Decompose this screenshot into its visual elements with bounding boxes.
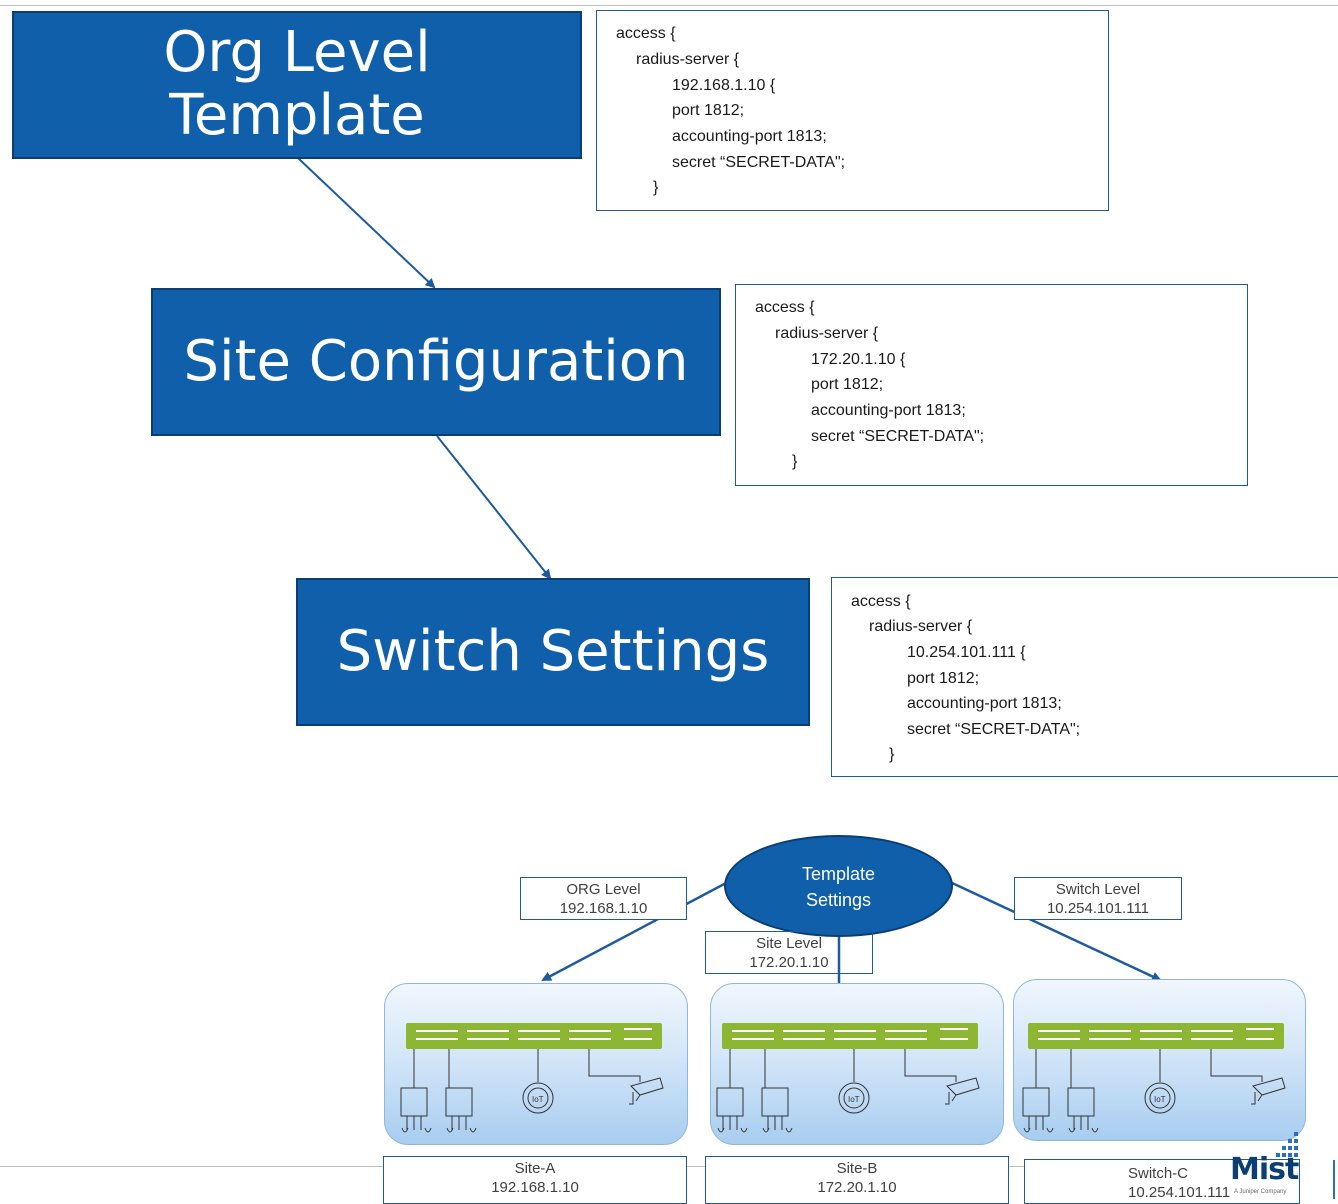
edge-label-line2: 10.254.101.111 (1046, 900, 1150, 917)
hub-line1: Template (801, 864, 876, 884)
site-ip: 172.20.1.10 (817, 1179, 897, 1196)
iot-sensor-icon (1144, 1082, 1176, 1114)
hub-to-switch-c-arrow (949, 880, 1162, 982)
org-box-line2: Template (169, 83, 425, 148)
template-settings-hub: Template Settings (724, 835, 953, 937)
code-line: radius-server { (869, 618, 973, 635)
switch-box-title: Switch Settings (336, 618, 770, 684)
site-level-label: Site Level 172.20.1.10 (705, 931, 873, 974)
switch-ports (732, 1028, 968, 1040)
code-line: 10.254.101.111 { (907, 644, 1026, 661)
code-line: access { (851, 593, 911, 610)
code-line: port 1812; (907, 670, 980, 687)
code-line: secret “SECRET-DATA"; (811, 428, 985, 445)
site-config-panel: access { radius-server { 172.20.1.10 { p… (735, 284, 1248, 486)
camera-icon (629, 1077, 664, 1105)
edge-label-line2: 192.168.1.10 (559, 900, 648, 917)
edge-label-line1: ORG Level (566, 881, 641, 898)
org-config-panel: access { radius-server { 192.168.1.10 { … (596, 10, 1109, 211)
switch-config-panel: access { radius-server { 10.254.101.111 … (831, 577, 1338, 777)
site-b-panel (710, 983, 1004, 1145)
site-b-label: Site-B 172.20.1.10 (705, 1156, 1009, 1204)
site-box-title: Site Configuration (183, 328, 689, 394)
code-line: accounting-port 1813; (672, 128, 827, 145)
site-b-equipment: IoT (716, 1023, 980, 1133)
code-line: port 1812; (672, 102, 745, 119)
site-a-label: Site-A 192.168.1.10 (383, 1156, 687, 1204)
mist-logo-text: Mist (1230, 1152, 1299, 1187)
access-point-icon (761, 1087, 789, 1117)
site-configuration-box: Site Configuration (151, 288, 721, 436)
code-line: access { (755, 299, 815, 316)
camera-icon (945, 1077, 980, 1105)
iot-label: IoT (848, 1095, 860, 1104)
code-line: radius-server { (775, 325, 879, 342)
edge-label-line1: Site Level (756, 935, 822, 952)
access-point-icon (716, 1087, 744, 1117)
site-name: Site-A (514, 1160, 556, 1177)
org-box-line1: Org Level (163, 20, 431, 86)
site-ip: 192.168.1.10 (491, 1179, 579, 1196)
mist-logo: Mist A Juniper Company (1228, 1130, 1338, 1199)
site-name: Switch-C (1128, 1165, 1189, 1182)
code-line: port 1812; (811, 376, 884, 393)
code-line: 172.20.1.10 { (811, 351, 906, 368)
edge-label-line1: Switch Level (1055, 881, 1141, 898)
code-line: 192.168.1.10 { (672, 77, 776, 94)
iot-label: IoT (1154, 1095, 1166, 1104)
access-point-icon (400, 1087, 428, 1117)
camera-icon (1251, 1077, 1286, 1105)
access-point-icon (1022, 1087, 1050, 1117)
switch-c-equipment: IoT (1022, 1023, 1286, 1133)
edge-label-line2: 172.20.1.10 (749, 954, 829, 971)
mist-logo-dots (1276, 1132, 1335, 1199)
switch-icon (1028, 1023, 1284, 1049)
site-to-switch-arrow (436, 435, 552, 580)
access-point-icon (445, 1087, 473, 1117)
hub-line2: Settings (805, 890, 872, 910)
code-line: } (889, 746, 895, 763)
org-level-label: ORG Level 192.168.1.10 (520, 877, 687, 920)
iot-sensor-icon (522, 1082, 554, 1114)
code-line: accounting-port 1813; (907, 695, 1062, 712)
site-a-equipment: IoT (400, 1023, 664, 1133)
code-line: secret “SECRET-DATA"; (907, 721, 1081, 738)
top-divider (0, 5, 1338, 6)
code-line: accounting-port 1813; (811, 402, 966, 419)
site-name: Site-B (836, 1160, 878, 1177)
switch-icon (406, 1023, 662, 1049)
switch-level-label: Switch Level 10.254.101.111 (1014, 877, 1182, 920)
switch-settings-box: Switch Settings (296, 578, 810, 726)
code-line: } (653, 179, 659, 196)
code-line: } (792, 453, 798, 470)
switch-icon (722, 1023, 978, 1049)
hub-to-site-a-arrow (541, 880, 729, 982)
switch-ports (416, 1028, 652, 1040)
code-line: access { (616, 25, 676, 42)
iot-label: IoT (532, 1095, 544, 1104)
code-line: secret “SECRET-DATA"; (672, 154, 846, 171)
org-to-site-arrow (297, 157, 436, 289)
switch-c-label: Switch-C 10.254.101.111 (1024, 1159, 1300, 1204)
access-point-icon (1067, 1087, 1095, 1117)
site-ip: 10.254.101.111 (1128, 1184, 1231, 1201)
mist-logo-tagline: A Juniper Company (1234, 1189, 1287, 1195)
switch-ports (1038, 1028, 1274, 1040)
site-a-panel (384, 983, 688, 1145)
iot-sensor-icon (838, 1082, 870, 1114)
code-line: radius-server { (636, 51, 740, 68)
